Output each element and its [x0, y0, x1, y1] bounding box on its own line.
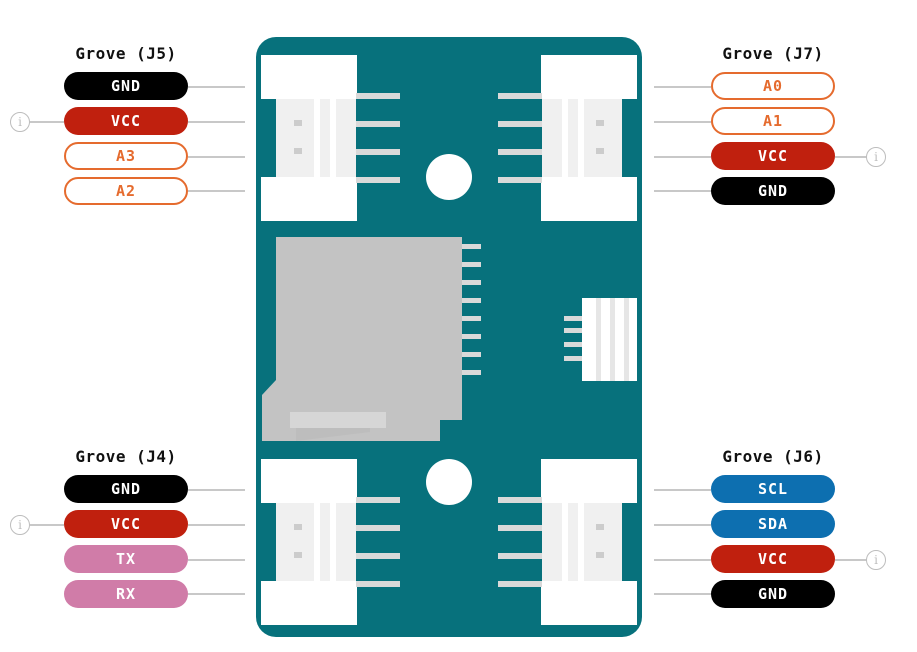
- info-icon[interactable]: i: [10, 112, 30, 132]
- j7-pin-a1: A1: [711, 107, 835, 135]
- pin-leader-line: [188, 593, 245, 595]
- connector-j7-housing: [498, 55, 637, 221]
- pin-leader-line: [654, 489, 711, 491]
- info-leader-line: [30, 121, 64, 123]
- j6-pin-sda: SDA: [711, 510, 835, 538]
- connector-j6-title: Grove (J6): [722, 447, 824, 466]
- j4-pin-rx: RX: [64, 580, 188, 608]
- pin-leader-line: [188, 559, 245, 561]
- info-icon[interactable]: i: [866, 147, 886, 167]
- sd-card-slot: [262, 237, 481, 441]
- j5-pin-gnd: GND: [64, 72, 188, 100]
- j4-pin-vcc: VCC: [64, 510, 188, 538]
- j6-pin-vcc: VCC: [711, 545, 835, 573]
- mounting-hole-bottom: [426, 459, 472, 505]
- j4-pin-gnd: GND: [64, 475, 188, 503]
- pin-leader-line: [654, 190, 711, 192]
- pin-leader-line: [188, 86, 245, 88]
- pin-leader-line: [188, 489, 245, 491]
- info-icon[interactable]: i: [10, 515, 30, 535]
- mounting-hole-top: [426, 154, 472, 200]
- j7-pin-vcc: VCC: [711, 142, 835, 170]
- connector-j6-housing: [498, 459, 637, 625]
- j5-pin-a3: A3: [64, 142, 188, 170]
- j7-pin-gnd: GND: [711, 177, 835, 205]
- pin-leader-line: [654, 86, 711, 88]
- connector-j4-title: Grove (J4): [75, 447, 177, 466]
- info-leader-line: [30, 524, 64, 526]
- pin-leader-line: [188, 524, 245, 526]
- side-header: [564, 298, 637, 381]
- j6-pin-gnd: GND: [711, 580, 835, 608]
- connector-j7-title: Grove (J7): [722, 44, 824, 63]
- connector-j4-housing: [261, 459, 400, 625]
- info-icon[interactable]: i: [866, 550, 886, 570]
- j5-pin-a2: A2: [64, 177, 188, 205]
- pin-leader-line: [654, 156, 711, 158]
- info-leader-line: [835, 559, 867, 561]
- j5-pin-vcc: VCC: [64, 107, 188, 135]
- connector-j5-housing: [261, 55, 400, 221]
- connector-j5-title: Grove (J5): [75, 44, 177, 63]
- pin-leader-line: [654, 524, 711, 526]
- j7-pin-a0: A0: [711, 72, 835, 100]
- pin-leader-line: [188, 156, 245, 158]
- pin-leader-line: [188, 190, 245, 192]
- j4-pin-tx: TX: [64, 545, 188, 573]
- pin-leader-line: [654, 559, 711, 561]
- j6-pin-scl: SCL: [711, 475, 835, 503]
- pin-leader-line: [654, 593, 711, 595]
- pin-leader-line: [188, 121, 245, 123]
- pin-leader-line: [654, 121, 711, 123]
- info-leader-line: [835, 156, 867, 158]
